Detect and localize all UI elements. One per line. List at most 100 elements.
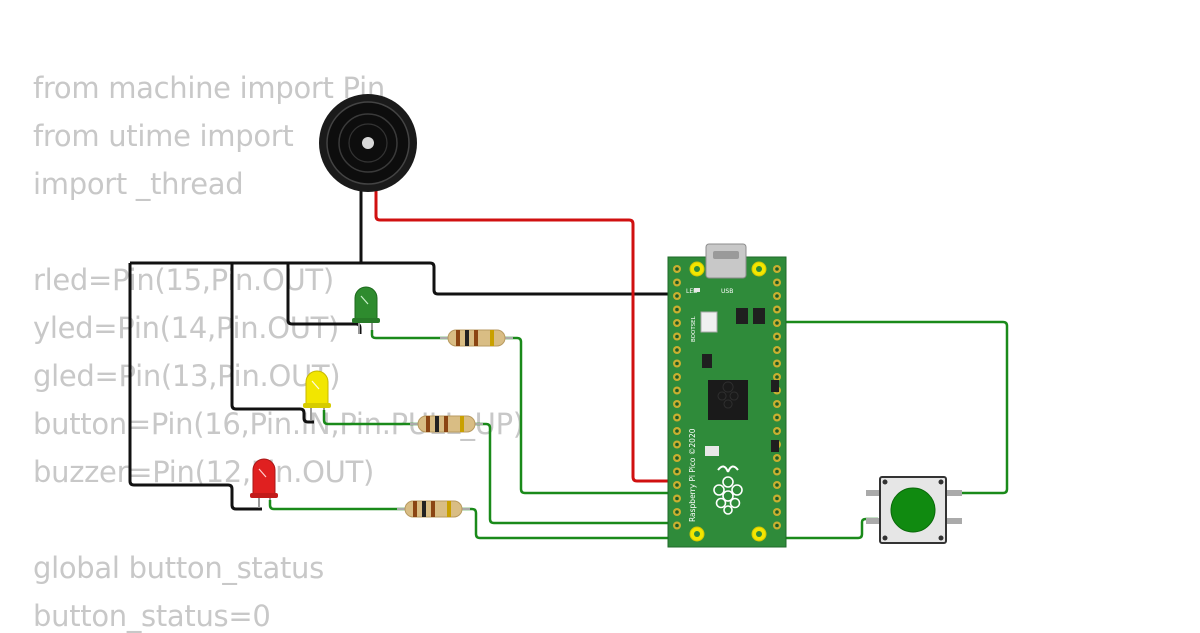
button-leg bbox=[866, 518, 882, 524]
usb-port bbox=[713, 251, 739, 259]
wire-gnd-bus bbox=[130, 261, 676, 296]
green-led[interactable] bbox=[352, 286, 380, 334]
wire-gnd-green-led bbox=[286, 263, 362, 334]
led-icon bbox=[354, 286, 378, 323]
band bbox=[447, 501, 451, 517]
usb-label: USB bbox=[721, 288, 733, 295]
led-glint bbox=[360, 295, 369, 305]
wire-button-gnd bbox=[778, 517, 878, 540]
pico-board[interactable]: LED USB BOOTSEL Raspberry Pi Pico ©2020 bbox=[667, 243, 787, 548]
button-corner bbox=[938, 479, 944, 485]
code-line-1: from machine import Pin bbox=[33, 71, 385, 105]
resistor-1[interactable] bbox=[440, 329, 513, 347]
header-pin-hole bbox=[775, 334, 779, 339]
signal-wires bbox=[268, 320, 1009, 540]
wire-rled-resistor bbox=[268, 500, 405, 511]
band bbox=[474, 330, 478, 346]
wire-rled-gp15 bbox=[462, 507, 676, 540]
header-pin-hole bbox=[675, 267, 679, 271]
header-pin-hole bbox=[775, 361, 779, 366]
header-pin-hole bbox=[675, 510, 679, 514]
board-name-label: Raspberry Pi Pico ©2020 bbox=[688, 428, 697, 522]
band bbox=[490, 330, 494, 346]
header-pin-hole bbox=[675, 334, 679, 339]
header-pin-hole bbox=[775, 294, 779, 298]
header-pin-hole bbox=[675, 280, 679, 285]
bootsel-button[interactable] bbox=[700, 311, 718, 333]
pushbutton-icon[interactable] bbox=[890, 487, 936, 533]
header-pin-hole bbox=[775, 469, 779, 474]
led-icon bbox=[305, 370, 329, 407]
led-base bbox=[303, 403, 331, 408]
band bbox=[422, 501, 426, 517]
band bbox=[465, 330, 469, 346]
component-chip bbox=[771, 440, 779, 452]
band bbox=[426, 416, 430, 432]
component-chip bbox=[771, 380, 779, 392]
header-pin-hole bbox=[775, 307, 779, 312]
header-pin-hole bbox=[675, 294, 679, 298]
component-crystal bbox=[705, 446, 719, 456]
pin-header-left bbox=[673, 265, 681, 530]
button-corner bbox=[882, 535, 888, 541]
wire-yled-gp14 bbox=[475, 422, 676, 525]
header-pin-hole bbox=[675, 307, 679, 312]
header-pin-hole bbox=[775, 523, 779, 528]
header-pin-hole bbox=[675, 523, 679, 528]
onboard-led bbox=[694, 288, 700, 292]
header-pin-hole bbox=[675, 402, 679, 406]
header-pin-hole bbox=[775, 267, 779, 271]
header-pin-hole bbox=[775, 321, 779, 325]
pushbutton[interactable] bbox=[866, 476, 962, 544]
button-corner bbox=[938, 535, 944, 541]
buzzer-icon[interactable] bbox=[319, 94, 417, 192]
band bbox=[413, 501, 417, 517]
header-pin-hole bbox=[675, 375, 679, 379]
resistor-2[interactable] bbox=[410, 415, 483, 433]
wire-gled-gp13 bbox=[505, 336, 676, 495]
component-chip bbox=[736, 308, 748, 324]
header-pin-hole bbox=[775, 510, 779, 514]
header-pin-hole bbox=[675, 321, 679, 325]
code-line-12: button_status=0 bbox=[33, 599, 271, 633]
bootsel-label: BOOTSEL bbox=[691, 315, 697, 342]
button-leg bbox=[944, 518, 962, 524]
wire-buzzer-signal bbox=[374, 190, 676, 483]
mount-hole-inner bbox=[756, 531, 762, 537]
button-corner bbox=[882, 479, 888, 485]
usb-connector[interactable] bbox=[705, 243, 747, 279]
button-leg bbox=[866, 490, 882, 496]
band bbox=[435, 416, 439, 432]
band bbox=[456, 330, 460, 346]
header-pin-hole bbox=[675, 469, 679, 474]
code-line-7: gled=Pin(13,Pin.OUT) bbox=[33, 359, 341, 393]
header-pin-hole bbox=[675, 456, 679, 460]
component-chip bbox=[753, 308, 765, 324]
code-line-2: from utime import bbox=[33, 119, 294, 153]
resistor-3[interactable] bbox=[397, 500, 470, 518]
header-pin-hole bbox=[775, 402, 779, 406]
band bbox=[444, 416, 448, 432]
wire-gnd-yellow-led bbox=[230, 263, 314, 424]
header-pin-hole bbox=[775, 375, 779, 379]
band bbox=[460, 416, 464, 432]
led-glint bbox=[311, 380, 320, 390]
band bbox=[431, 501, 435, 517]
ground-wires bbox=[128, 190, 676, 511]
wire-yled-resistor bbox=[322, 410, 418, 426]
mount-hole-inner bbox=[694, 266, 700, 272]
red-led[interactable] bbox=[250, 458, 278, 508]
chip-logo bbox=[717, 381, 739, 409]
header-pin-hole bbox=[675, 348, 679, 352]
header-pin-hole bbox=[675, 415, 679, 420]
header-pin-hole bbox=[675, 483, 679, 487]
header-pin-hole bbox=[775, 415, 779, 420]
led-base bbox=[250, 493, 278, 498]
button-leg bbox=[944, 490, 962, 496]
code-line-9: buzzer=Pin(12,Pin.OUT) bbox=[33, 455, 375, 489]
yellow-led[interactable] bbox=[303, 370, 331, 420]
led-icon bbox=[252, 458, 276, 497]
header-pin-hole bbox=[675, 361, 679, 366]
